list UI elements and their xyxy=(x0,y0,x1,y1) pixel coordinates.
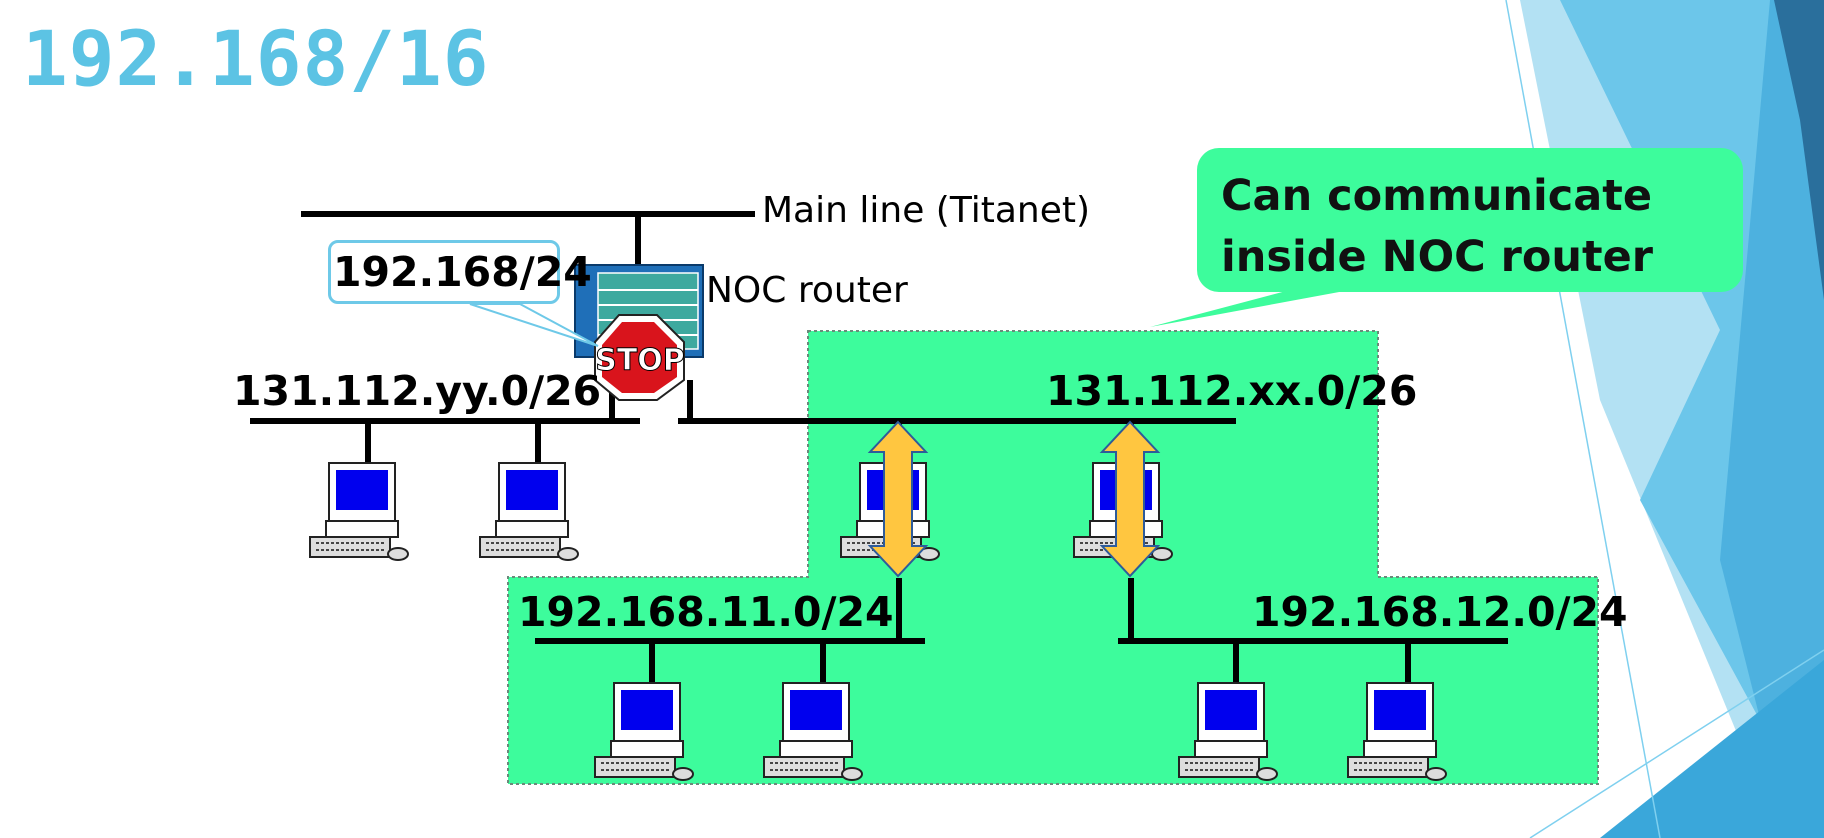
bidirectional-arrow-icon xyxy=(867,420,929,578)
callout-line-1: Can communicate xyxy=(1221,171,1652,221)
bidirectional-arrow-icon xyxy=(1099,420,1161,578)
network-label-yy: 131.112.yy.0/26 xyxy=(233,367,602,415)
router-filter-box xyxy=(328,240,560,304)
main-line-label: Main line (Titanet) xyxy=(762,190,1091,231)
stop-sign-text: STOP xyxy=(595,343,685,378)
network-label-lan12: 192.168.12.0/24 xyxy=(1252,588,1628,636)
callout-line-2: inside NOC router xyxy=(1221,232,1653,282)
network-label-lan11: 192.168.11.0/24 xyxy=(518,588,894,636)
arrows xyxy=(867,420,1161,578)
network-links xyxy=(250,211,1508,683)
slide-title: 192.168/16 xyxy=(22,14,490,103)
router-filter-label: 192.168/24 xyxy=(333,248,592,296)
router-tag-pointer xyxy=(469,303,599,347)
router-label: NOC router xyxy=(706,270,908,311)
network-label-xx: 131.112.xx.0/26 xyxy=(1046,367,1418,415)
callout-box xyxy=(1197,148,1743,292)
callout-text: Can communicate inside NOC router xyxy=(1221,166,1653,288)
stop-sign-icon: STOP xyxy=(594,314,685,401)
callout-pointer xyxy=(1150,290,1350,327)
computer-icon xyxy=(309,462,409,561)
private-zone xyxy=(507,330,1599,785)
computer-icon xyxy=(479,462,579,561)
